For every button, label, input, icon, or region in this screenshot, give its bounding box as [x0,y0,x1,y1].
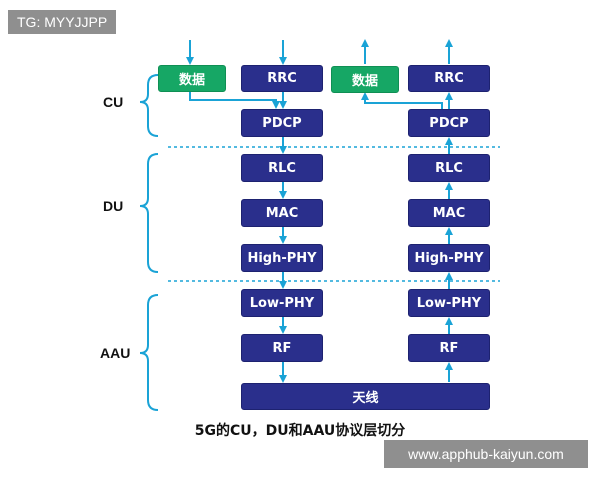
left-data-box: 数据 [158,65,226,92]
left-high-phy-box: High-PHY [241,244,323,272]
right-rlc-box: RLC [408,154,490,182]
du-brace [139,153,159,273]
left-rf-box: RF [241,334,323,362]
watermark-url: www.apphub-kaiyun.com [384,440,588,468]
right-data-box: 数据 [331,66,399,93]
arrow-left-data-to-pdcp [189,92,280,109]
arrow-right-pdcp-to-data [361,92,443,109]
antenna-box: 天线 [241,383,490,410]
layer-label-du: DU [103,198,124,214]
left-pdcp-box: PDCP [241,109,323,137]
left-rrc-box: RRC [241,65,323,92]
left-rlc-box: RLC [241,154,323,182]
cu-brace [139,74,159,137]
right-low-phy-box: Low-PHY [408,289,490,317]
tg-tag: TG: MYYJJPP [8,10,117,34]
right-high-phy-box: High-PHY [408,244,490,272]
right-rf-box: RF [408,334,490,362]
layer-label-cu: CU [103,94,124,110]
right-rrc-box: RRC [408,65,490,92]
left-mac-box: MAC [241,199,323,227]
aau-brace [139,294,159,411]
right-mac-box: MAC [408,199,490,227]
layer-label-aau: AAU [100,345,131,361]
diagram-caption: 5G的CU，DU和AAU协议层切分 [194,423,406,439]
left-low-phy-box: Low-PHY [241,289,323,317]
right-pdcp-box: PDCP [408,109,490,137]
